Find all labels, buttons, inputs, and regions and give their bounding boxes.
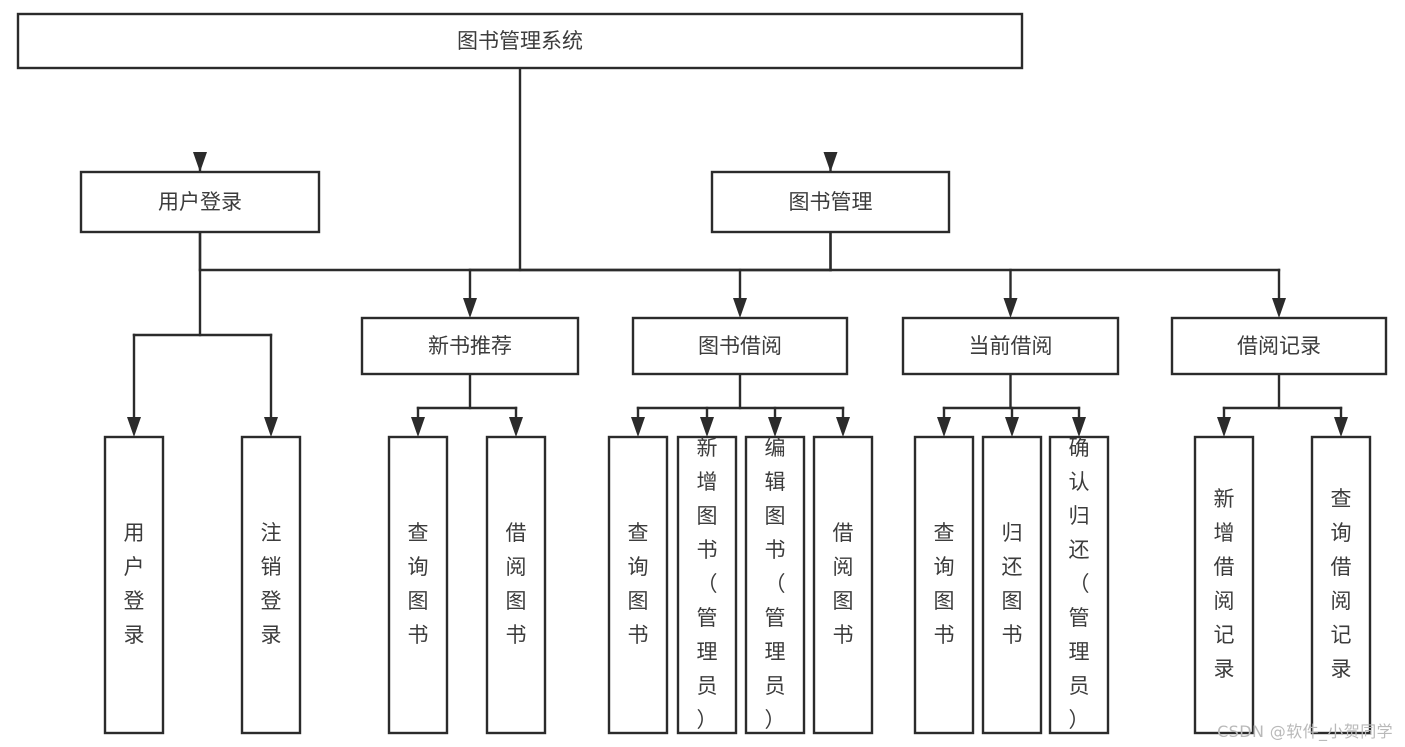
connector-group-root-to-modules: [193, 66, 838, 272]
connector-group-new-book-rec-to-leaves: [411, 372, 523, 437]
node-leaf-add-book[interactable]: 新增图书（管理员）: [676, 435, 738, 735]
node-leaf-confirm-return[interactable]: 确认归还（管理员）: [1048, 435, 1110, 735]
node-label: 查询图书: [934, 521, 955, 647]
node-label: 图书借阅: [698, 334, 782, 358]
node-label: 编辑图书（管理员）: [765, 436, 786, 732]
node-leaf-return-book[interactable]: 归还图书: [981, 435, 1043, 735]
node-leaf-query-book-1[interactable]: 查询图书: [387, 435, 449, 735]
node-label: 图书管理系统: [457, 29, 583, 53]
node-label: 归还图书: [1002, 521, 1023, 647]
node-label: 新增借阅记录: [1214, 487, 1235, 681]
node-label: 图书管理: [789, 190, 873, 214]
node-borrow-record[interactable]: 借阅记录: [1170, 316, 1388, 376]
node-leaf-borrow-book-2[interactable]: 借阅图书: [812, 435, 874, 735]
node-book-manage[interactable]: 图书管理: [710, 170, 951, 234]
node-leaf-query-record[interactable]: 查询借阅记录: [1310, 435, 1372, 735]
connector-group-current-borrow-to-leaves: [937, 372, 1086, 437]
node-label: 借阅记录: [1237, 334, 1321, 358]
node-label: 借阅图书: [833, 521, 854, 647]
node-leaf-borrow-book-1[interactable]: 借阅图书: [485, 435, 547, 735]
node-leaf-logout[interactable]: 注销登录: [240, 435, 302, 735]
node-label: 新增图书（管理员）: [697, 436, 718, 732]
node-leaf-add-record[interactable]: 新增借阅记录: [1193, 435, 1255, 735]
node-label: 当前借阅: [969, 334, 1053, 358]
node-leaf-query-book-2[interactable]: 查询图书: [607, 435, 669, 735]
node-root[interactable]: 图书管理系统: [16, 12, 1024, 70]
node-leaf-user-login[interactable]: 用户登录: [103, 435, 165, 735]
connector-group-book-borrow-to-leaves: [631, 372, 850, 437]
node-label: 查询图书: [408, 521, 429, 647]
node-book-borrow[interactable]: 图书借阅: [631, 316, 849, 376]
node-leaf-query-book-3[interactable]: 查询图书: [913, 435, 975, 735]
node-layer: 图书管理系统用户登录图书管理新书推荐图书借阅当前借阅借阅记录用户登录注销登录查询…: [16, 12, 1388, 735]
node-current-borrow[interactable]: 当前借阅: [901, 316, 1120, 376]
node-label: 注销登录: [261, 521, 282, 647]
node-label: 用户登录: [158, 190, 242, 214]
node-label: 新书推荐: [428, 334, 512, 358]
node-label: 借阅图书: [506, 521, 527, 647]
node-label: 用户登录: [124, 521, 145, 647]
node-label: 查询图书: [628, 521, 649, 647]
connector-group-user-login-to-leaves: [127, 230, 278, 437]
connector-group-book-manage-to-sub: [463, 230, 1286, 318]
node-user-login[interactable]: 用户登录: [79, 170, 321, 234]
connector-group-borrow-record-to-leaves: [1217, 372, 1348, 437]
node-label: 确认归还（管理员）: [1069, 436, 1090, 732]
node-label: 查询借阅记录: [1331, 487, 1352, 681]
node-leaf-edit-book[interactable]: 编辑图书（管理员）: [744, 435, 806, 735]
connector-layer: [127, 66, 1348, 437]
node-new-book-rec[interactable]: 新书推荐: [360, 316, 580, 376]
